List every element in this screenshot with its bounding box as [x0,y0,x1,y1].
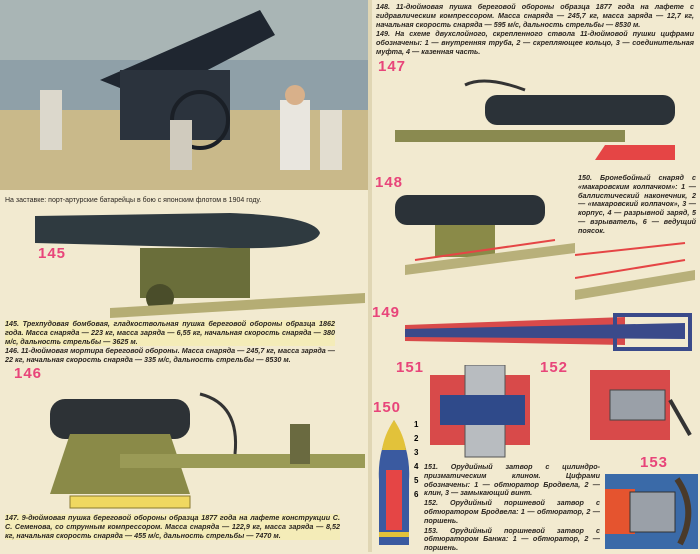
caption-145: 145. Трехпудовая бомбовая, гладкоствольн… [5,319,335,347]
battery-painting [0,0,368,190]
captions-151-153: 151. Орудийный затвор с цилиндро-призмат… [424,462,600,554]
cannon-148-illustration [395,195,575,275]
breech-151-diagram [430,365,530,458]
figure-label-152: 152 [540,359,569,376]
callout-3: 3 [414,448,419,457]
captions-145-146: 145. Трехпудовая бомбовая, гладкоствольн… [5,319,335,382]
figure-label-153: 153 [640,454,669,471]
callout-2: 2 [414,434,419,443]
callout-6: 6 [414,490,419,499]
figure-label-147: 147 [378,57,407,75]
breech-153-diagram [605,474,698,549]
mortar-147-illustration [50,392,365,509]
cannon-147-illustration [395,79,675,160]
callout-5: 5 [414,476,419,485]
figure-label-149: 149 [372,304,401,321]
callout-1: 1 [414,420,419,429]
captions-148-149: 148. 11-дюймовая пушка береговой обороны… [376,2,694,75]
cannon-145-illustration [35,213,365,318]
figure-label-145: 145 [38,245,67,262]
caption-152: 152. Орудийный поршневой затвор с обтюра… [424,498,600,525]
breech-152-diagram [590,370,692,440]
figure-label-146: 146 [14,364,43,382]
barrel-149-diagram [405,313,692,351]
caption-147: 147. 9-дюймовая пушка береговой обороны … [5,513,340,541]
caption-148: 148. 11-дюймовая пушка береговой обороны… [376,2,694,29]
figure-label-148: 148 [375,174,404,191]
caption-150: 150. Бронебойный снаряд с «макаровским к… [578,173,696,235]
header-caption: На заставке: порт-артурские батарейцы в … [5,197,262,204]
caption-149: 149. На схеме двухслойного, скрепленного… [376,29,694,56]
caption-146: 146. 11-дюймовая мортира береговой оборо… [5,346,335,365]
figure-label-150: 150 [373,399,402,416]
page-gutter [368,0,372,552]
caption-153: 153. Орудийный поршневой затвор с обтюра… [424,525,600,553]
figure-label-151: 151 [396,359,425,376]
shell-callouts: 1 2 3 4 5 6 [414,418,420,502]
shell-150-diagram [378,420,410,545]
cannon-148-carriage [575,242,695,300]
callout-4: 4 [414,462,419,471]
caption-151: 151. Орудийный затвор с цилиндро-призмат… [424,462,600,498]
